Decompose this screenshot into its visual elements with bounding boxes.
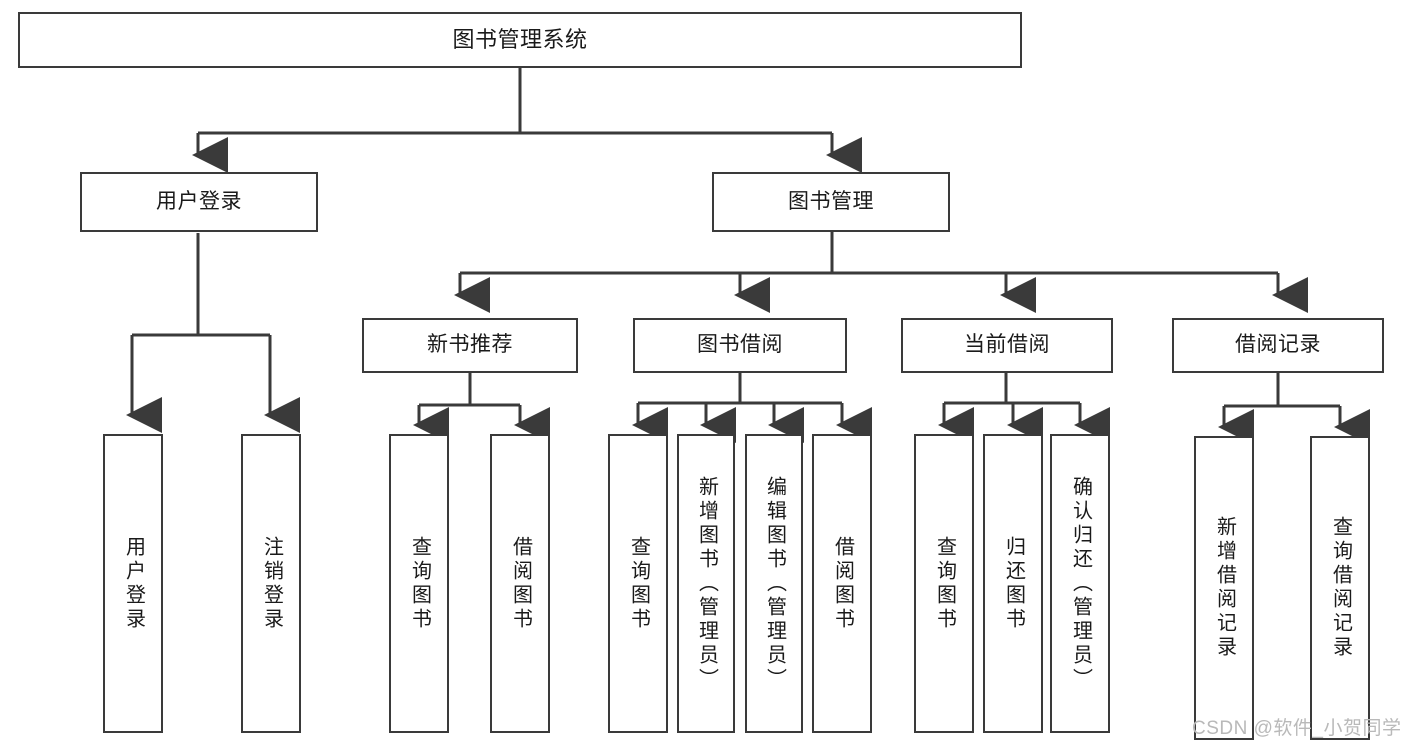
node-label: 查询图书 [933,535,956,632]
leaf-return-book[interactable]: 归还图书 [983,434,1043,733]
node-label: 借阅图书 [831,535,854,632]
node-borrow-record[interactable]: 借阅记录 [1172,318,1384,373]
node-label: 新增图书（管理员） [695,475,718,692]
node-label: 图书管理 [788,189,874,213]
node-label: 用户登录 [156,189,242,213]
leaf-borrow-book[interactable]: 借阅图书 [812,434,872,733]
node-root-book-management-system[interactable]: 图书管理系统 [18,12,1022,68]
node-label: 用户登录 [122,535,145,632]
node-label: 查询图书 [408,535,431,632]
leaf-query-book-borrow[interactable]: 查询图书 [608,434,668,733]
node-label: 借阅图书 [509,535,532,632]
node-book-management[interactable]: 图书管理 [712,172,950,232]
node-label: 注销登录 [260,535,283,632]
node-user-login[interactable]: 用户登录 [80,172,318,232]
leaf-edit-book-admin[interactable]: 编辑图书（管理员） [745,434,803,733]
node-label: 图书借阅 [697,333,783,357]
leaf-add-book-admin[interactable]: 新增图书（管理员） [677,434,735,733]
node-label: 图书管理系统 [452,27,588,53]
node-label: 编辑图书（管理员） [763,475,786,692]
leaf-confirm-return-admin[interactable]: 确认归还（管理员） [1050,434,1110,733]
node-current-borrow[interactable]: 当前借阅 [901,318,1113,373]
leaf-user-login[interactable]: 用户登录 [103,434,163,733]
node-label: 确认归还（管理员） [1069,475,1092,692]
leaf-borrow-book-recommendation[interactable]: 借阅图书 [490,434,550,733]
node-label: 查询图书 [627,535,650,632]
watermark-text: CSDN @软件_小贺同学 [1192,718,1402,739]
node-new-book-recommendation[interactable]: 新书推荐 [362,318,578,373]
leaf-query-book-recommendation[interactable]: 查询图书 [389,434,449,733]
node-label: 查询借阅记录 [1329,516,1352,660]
node-book-borrow[interactable]: 图书借阅 [633,318,847,373]
leaf-logout[interactable]: 注销登录 [241,434,301,733]
node-label: 新书推荐 [427,333,513,357]
leaf-query-borrow-record[interactable]: 查询借阅记录 [1310,436,1370,740]
node-label: 归还图书 [1002,535,1025,632]
leaf-add-borrow-record[interactable]: 新增借阅记录 [1194,436,1254,740]
node-label: 新增借阅记录 [1213,516,1236,660]
leaf-query-book-current[interactable]: 查询图书 [914,434,974,733]
node-label: 借阅记录 [1235,333,1321,357]
node-label: 当前借阅 [964,333,1050,357]
